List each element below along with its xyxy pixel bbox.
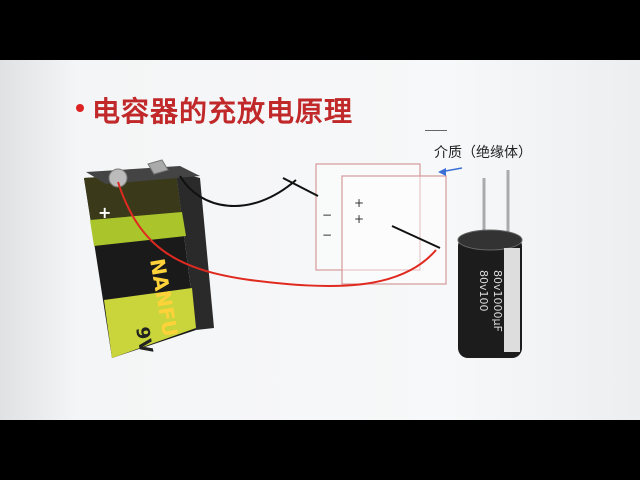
red-wire <box>117 181 437 287</box>
battery-terminal-positive <box>108 168 128 188</box>
decorative-line <box>425 130 447 131</box>
battery-voltage: 9V <box>131 325 156 355</box>
capacitor-top <box>457 229 523 251</box>
medium-label: 介质（绝缘体） <box>434 145 532 161</box>
plate-negative-sign-1: − <box>322 208 333 222</box>
capacitor-label-line1: 80v100 <box>477 270 490 312</box>
black-wire-plate-lead <box>282 177 319 197</box>
slide-title: 电容器的充放电原理 <box>92 95 354 128</box>
circuit-diagram: + NANFU 9V 80v100 80v1000μF <box>84 159 523 358</box>
plate-negative-sign-2: − <box>322 228 333 242</box>
capacitor-label-line2: 80v1000μF <box>491 270 504 332</box>
title-bullet <box>76 104 84 112</box>
battery-plus-sign: + <box>98 203 111 222</box>
black-wire-right-lead <box>391 225 441 249</box>
battery-yellow-band <box>104 288 196 358</box>
battery-terminal-negative <box>147 159 169 175</box>
black-wire-left <box>179 175 297 207</box>
battery-top-band <box>84 172 182 228</box>
slide: 电容器的充放电原理 介质（绝缘体） + NANFU 9V <box>0 60 640 420</box>
electrolytic-capacitor: 80v100 80v1000μF <box>457 170 523 358</box>
plate-positive-sign-1: + <box>354 196 365 210</box>
capacitor-stripe <box>504 248 520 352</box>
battery: + NANFU 9V <box>84 159 214 358</box>
battery-side <box>176 172 214 330</box>
battery-green-band <box>90 212 186 246</box>
plate-positive-sign-2: + <box>354 212 365 226</box>
capacitor-plate-positive <box>341 175 447 285</box>
medium-arrow-head <box>438 168 446 176</box>
capacitor-plate-negative <box>315 163 421 271</box>
